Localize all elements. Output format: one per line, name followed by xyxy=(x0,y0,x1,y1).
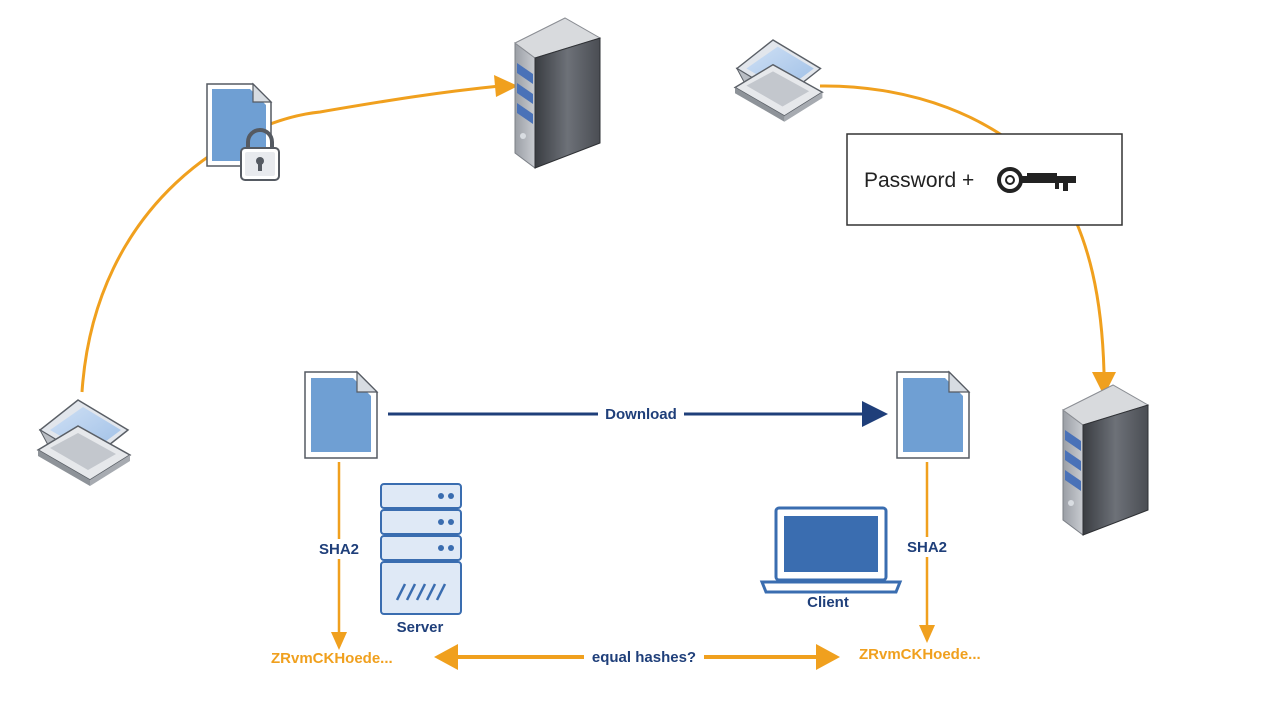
sha2-arrowhead-right xyxy=(919,625,935,643)
laptop-icon xyxy=(37,399,131,487)
password-box xyxy=(846,133,1123,226)
key-icon xyxy=(997,167,1076,193)
download-arc xyxy=(819,84,1106,373)
upload-arrowhead xyxy=(494,75,518,97)
document-icon-server xyxy=(304,371,378,459)
laptop-icon-top-right xyxy=(734,39,824,123)
lock-icon xyxy=(240,128,280,181)
sha2-arrowhead-left xyxy=(331,632,347,650)
document-icon-client xyxy=(896,371,970,459)
hash-value-left: ZRvmCKHoede... xyxy=(271,650,393,667)
server-label: Server xyxy=(397,619,444,636)
flat-laptop-icon xyxy=(759,506,903,594)
client-label: Client xyxy=(807,594,849,611)
hash-value-right: ZRvmCKHoede... xyxy=(859,646,981,663)
flat-server-icon xyxy=(380,483,462,615)
download-arrowhead xyxy=(1092,372,1116,396)
server-icon xyxy=(514,17,601,169)
server-icon-bottom-right xyxy=(1062,384,1149,536)
download-label: Download xyxy=(605,406,677,423)
compare-label: equal hashes? xyxy=(592,649,696,666)
download-arrowhead-right xyxy=(862,401,888,427)
upload-arc xyxy=(80,84,501,393)
compare-arrowhead-left xyxy=(434,644,458,670)
sha2-label-right: SHA2 xyxy=(907,539,947,556)
compare-arrowhead-right xyxy=(816,644,840,670)
password-label: Password + xyxy=(864,169,974,192)
locked-document-icon xyxy=(206,82,280,181)
sha2-label-left: SHA2 xyxy=(319,541,359,558)
